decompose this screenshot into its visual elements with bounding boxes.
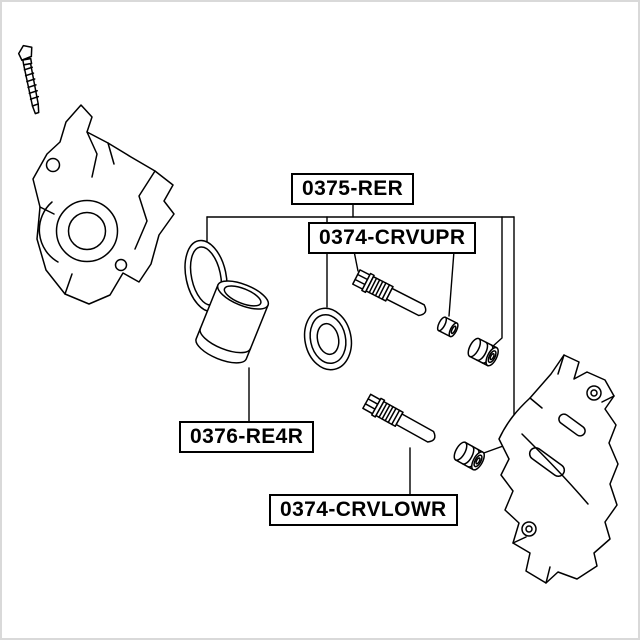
label-kit-0376-re4r: 0376-RE4R (179, 421, 315, 454)
brake-caliper (32, 104, 175, 305)
upper-guide-pin (351, 267, 431, 322)
lower-guide-pin (361, 392, 440, 448)
label-kit-0374-crvupr: 0374-CRVUPR (308, 222, 477, 255)
label-kit-0375-rer: 0375-RER (291, 173, 415, 206)
piston-boot (303, 307, 353, 371)
piston (195, 280, 270, 364)
bleeder-screw (17, 44, 40, 115)
upper-pin-boot (465, 335, 502, 369)
label-kit-0374-crvlowr: 0374-CRVLOWR (269, 494, 458, 527)
lower-pin-boot (450, 439, 488, 473)
caliper-bracket (498, 354, 619, 584)
upper-pin-bushing (435, 315, 461, 339)
